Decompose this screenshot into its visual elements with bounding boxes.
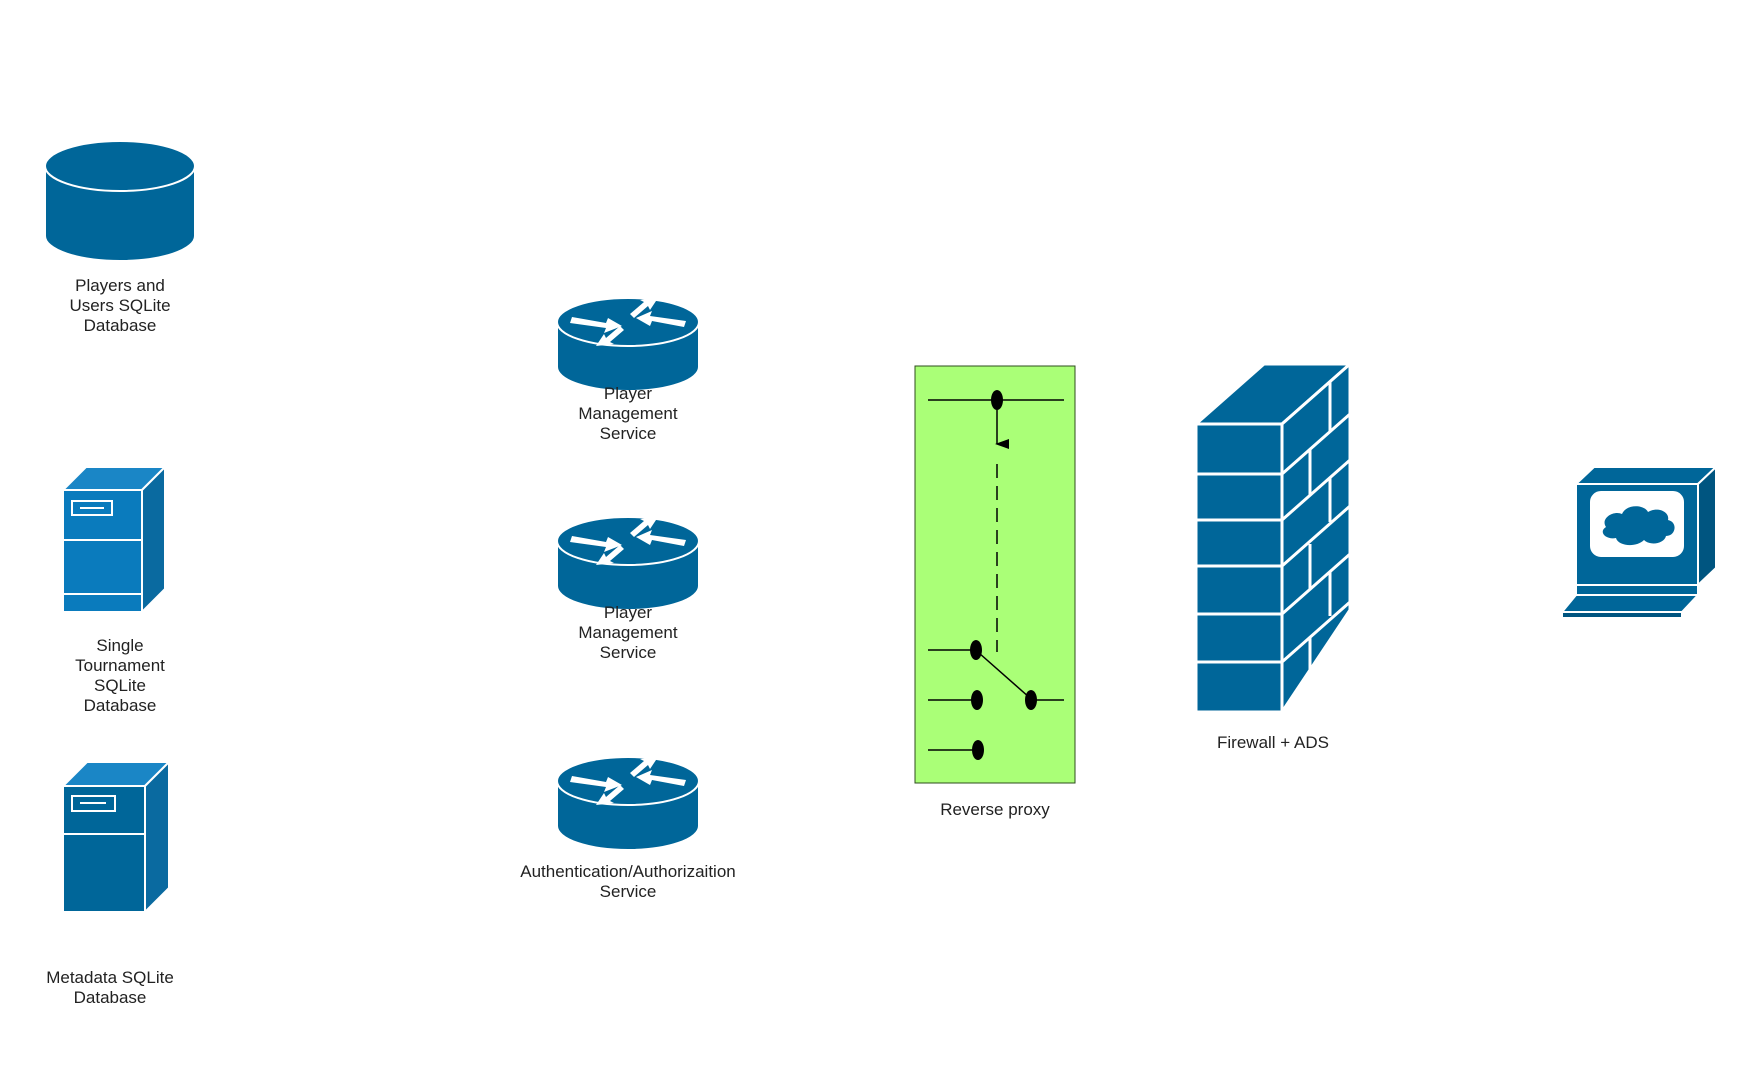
player-mgmt-2-label: Player Management Service — [578, 603, 678, 662]
database-cylinder-icon[interactable] — [44, 140, 196, 262]
metadata-db-label: Metadata SQLite Database — [46, 968, 174, 1007]
firewall-label: Firewall + ADS — [1217, 733, 1329, 752]
router-icon[interactable] — [556, 756, 700, 851]
players-db-label: Players and Users SQLite Database — [69, 276, 171, 335]
firewall-brick-icon[interactable] — [1192, 360, 1354, 717]
router-icon[interactable] — [556, 297, 700, 392]
server-tower-icon[interactable] — [60, 759, 172, 915]
tournament-db-label: Single Tournament SQLite Database — [75, 636, 165, 715]
router-icon[interactable] — [556, 516, 700, 611]
workstation-cloud-icon[interactable] — [1559, 464, 1719, 619]
reverse-proxy-label: Reverse proxy — [940, 800, 1050, 819]
player-mgmt-1-label: Player Management Service — [578, 384, 678, 443]
server-tower-icon[interactable] — [60, 464, 168, 615]
switch-schematic-icon[interactable] — [914, 365, 1076, 784]
auth-service-label: Authentication/Authorizaition Service — [520, 862, 736, 901]
